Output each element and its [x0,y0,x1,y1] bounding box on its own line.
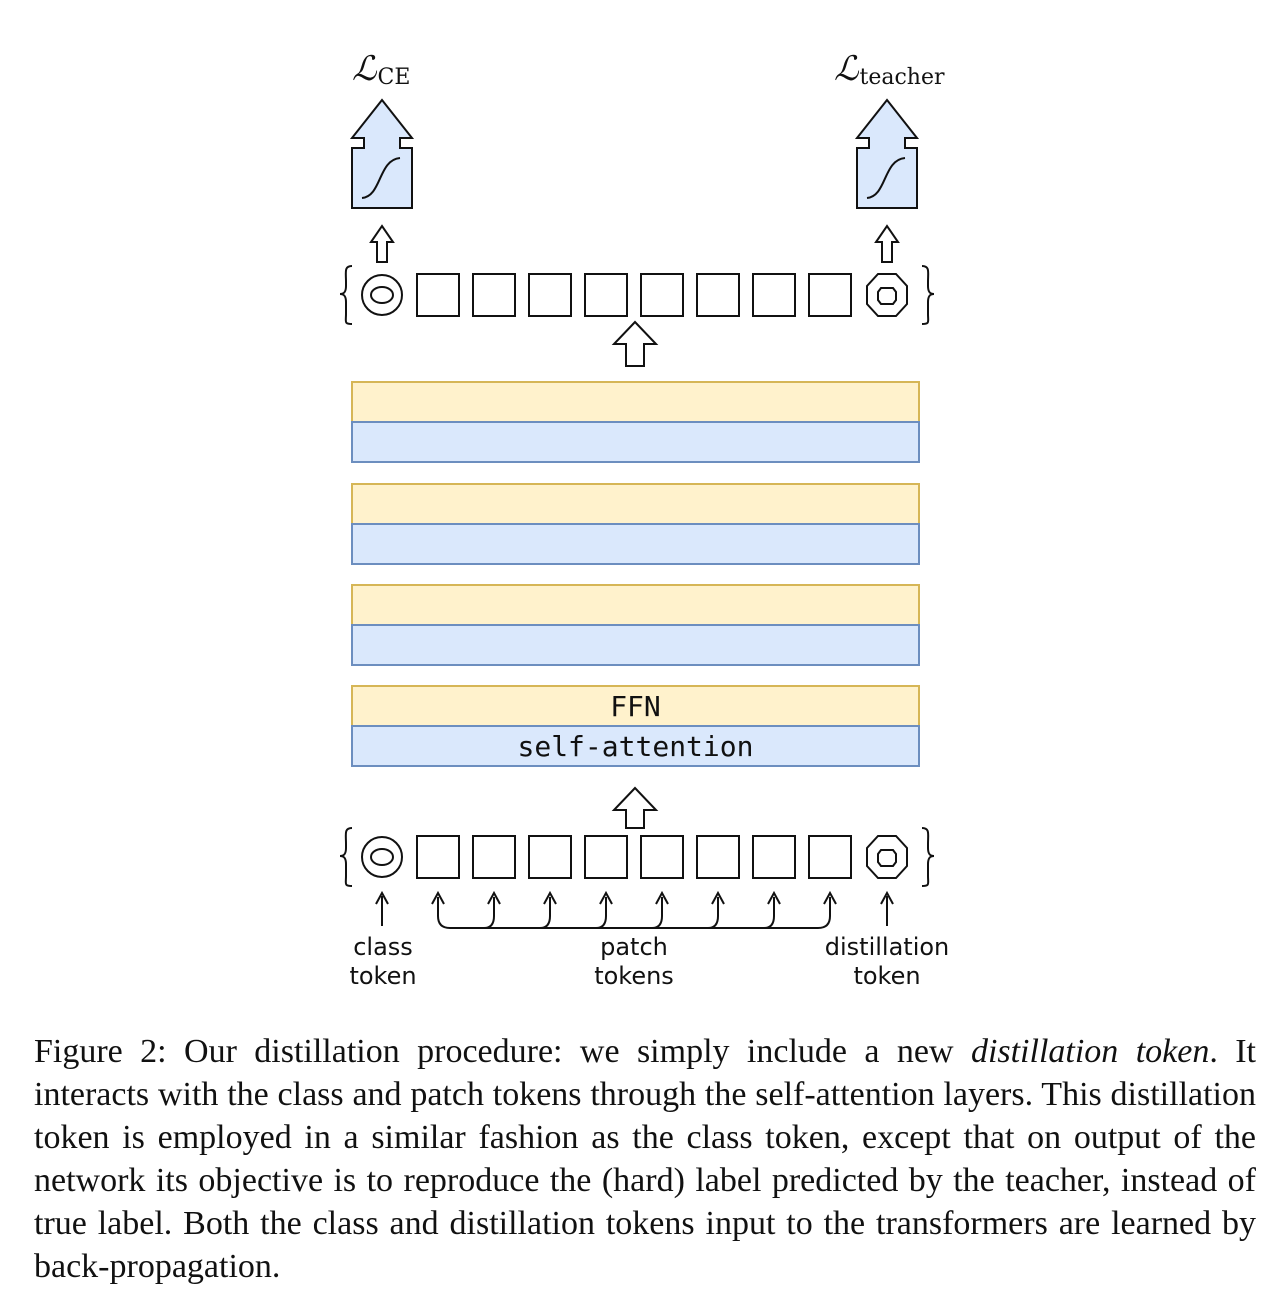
patch-token-arrows [431,890,837,929]
patch-tokens-label: patch tokens [594,933,674,990]
left-brace [339,265,353,325]
class-token-input [361,836,403,878]
right-brace [921,827,935,887]
class-label-line2: token [349,962,416,990]
class-label-line1: class [353,933,413,961]
output-patch-token [640,273,684,317]
class-token-output [361,274,403,316]
ffn-block [351,483,920,525]
input-patch-token [808,835,852,879]
loss-teacher-subscript: teacher [860,65,945,90]
transformer-layers: FFN self-attention [351,381,920,767]
patch-arrow-head [543,890,557,905]
self-attention-block [351,421,920,463]
up-arrow-icon [369,224,395,263]
distillation-token-output [866,273,908,317]
input-patch-token [528,835,572,879]
patch-arrow [707,897,719,929]
output-patch-token [808,273,852,317]
patch-label-line1: patch [600,933,668,961]
figure-caption: Figure 2: Our distillation procedure: we… [34,1030,1256,1288]
sigmoid-icon [361,157,401,199]
patch-arrow [763,897,775,929]
caption-suffix: . It interacts with the class and patch … [34,1033,1256,1285]
distillation-token-input [866,835,908,879]
output-patch-token [416,273,460,317]
distillation-token-label: distillation token [825,933,950,990]
output-patch-token [584,273,628,317]
output-patch-token [696,273,740,317]
loss-ce-label: ℒCE [352,49,410,90]
loss-teacher-symbol: ℒ [834,49,860,89]
patch-arrow-head [655,890,669,905]
loss-ce-subscript: CE [378,65,411,90]
ffn-block [351,584,920,626]
output-patch-token [752,273,796,317]
output-patch-token [472,273,516,317]
left-brace [339,827,353,887]
input-patch-token [640,835,684,879]
input-patch-tokens [416,835,852,879]
patch-arrow-head [599,890,613,905]
loss-teacher-label: ℒteacher [834,49,945,90]
sigmoid-icon [866,157,906,199]
class-token-arrow [375,890,389,926]
distillation-head [854,98,920,209]
self-attention-label: self-attention [517,730,753,763]
up-arrow-icon [611,786,659,829]
output-token-row [339,265,935,325]
caption-emphasis: distillation token [970,1033,1210,1070]
input-patch-token [472,835,516,879]
transformer-layer [351,381,920,463]
patch-arrow [539,897,551,929]
input-patch-token [752,835,796,879]
input-token-row [339,827,935,887]
input-patch-token [416,835,460,879]
patch-arrow-head [711,890,725,905]
patch-arrow-head [487,890,501,905]
input-patch-token [696,835,740,879]
up-arrow-icon [611,320,659,367]
self-attention-block [351,725,920,767]
patch-arrow-head [767,890,781,905]
patch-arrow [651,897,663,929]
transformer-layer: FFN self-attention [351,685,920,767]
transformer-layer [351,584,920,666]
up-arrow-icon [874,224,900,263]
patch-arrow-head [823,890,837,905]
caption-prefix: Figure 2: Our distillation procedure: we… [34,1033,971,1070]
distillation-label-line2: token [853,962,920,990]
distillation-token-arrow [880,890,894,926]
right-brace [921,265,935,325]
patch-arrow [483,897,495,929]
output-patch-token [528,273,572,317]
class-token-label: class token [349,933,416,990]
self-attention-block [351,523,920,565]
loss-ce-symbol: ℒ [352,49,378,89]
distillation-label-line1: distillation [825,933,950,961]
output-patch-tokens [416,273,852,317]
ffn-label: FFN [610,690,661,723]
patch-arrow-head [431,890,445,905]
patch-label-line2: tokens [594,962,674,990]
ffn-block [351,685,920,727]
patch-arrow [595,897,607,929]
ffn-block [351,381,920,423]
patch-arrow-bracket [437,897,831,929]
class-head [349,98,415,209]
transformer-layer [351,483,920,565]
self-attention-block [351,624,920,666]
input-patch-token [584,835,628,879]
